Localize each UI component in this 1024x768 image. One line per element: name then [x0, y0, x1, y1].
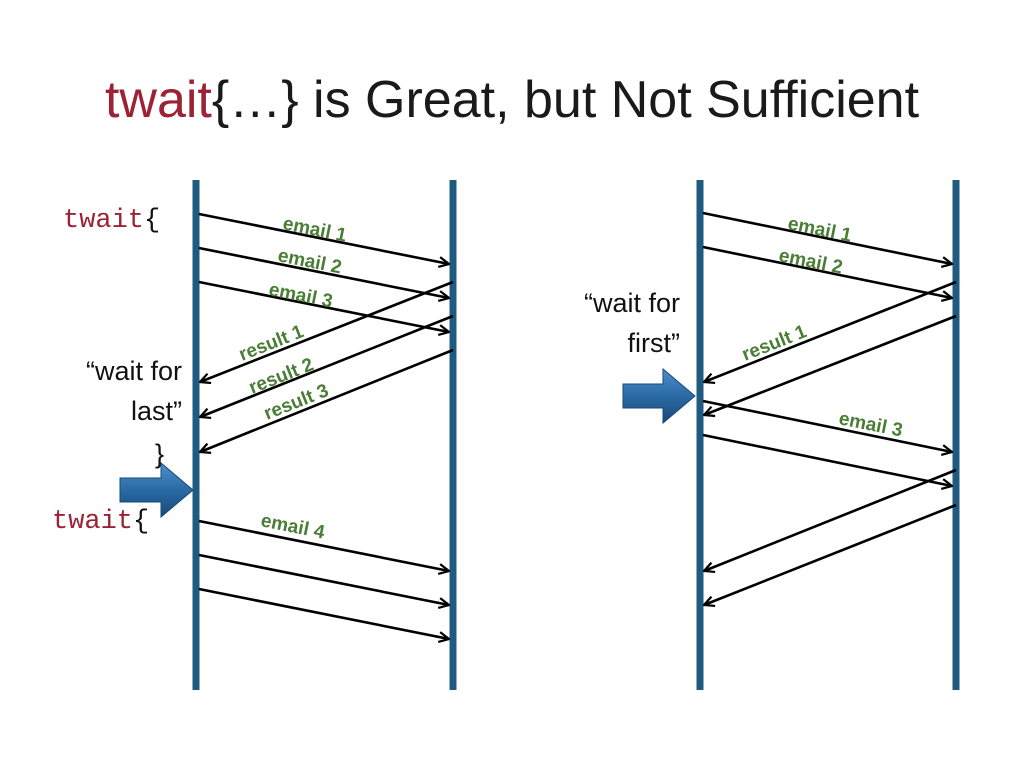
left-result2-arrow [200, 314, 454, 417]
title-rest: is Great, but Not Sufficient [298, 71, 920, 129]
left-twait-keyword-2: twait [52, 507, 134, 537]
left-twait-open-1: twait{ [63, 205, 160, 237]
left-email6-arrow [198, 587, 449, 639]
right-result2-arrow [704, 314, 957, 415]
right-email1-arrow [702, 211, 952, 264]
left-label-email2: email 2 [276, 245, 343, 278]
right-wait-note-line2: first” [627, 328, 680, 358]
right-result4-arrow [704, 503, 957, 605]
left-email2-arrow [198, 246, 449, 298]
left-twait-keyword-1: twait [63, 206, 145, 236]
right-label-result1: result 1 [739, 321, 810, 366]
right-result1-arrow [704, 280, 957, 382]
right-email3-arrow [702, 399, 952, 452]
left-result3-arrow [200, 348, 454, 452]
right-wait-note: “wait for first” [530, 283, 680, 363]
left-twait-brace-1: { [144, 206, 161, 236]
title-keyword: twait [104, 71, 212, 129]
left-wait-note: “wait for last” [40, 351, 182, 431]
left-wait-note-line1: “wait for [85, 356, 182, 386]
right-label-email2: email 2 [777, 245, 844, 278]
right-email2-arrow [702, 245, 952, 298]
left-email5-arrow [198, 553, 449, 605]
left-email3-arrow [198, 280, 449, 332]
right-result3-arrow [704, 468, 957, 571]
left-email1-arrow [198, 212, 449, 264]
left-label-email3: email 3 [267, 279, 334, 312]
left-close-brace: } [154, 439, 164, 469]
right-email4-arrow [702, 433, 952, 486]
left-result1-arrow [200, 280, 454, 382]
left-twait-brace-2: { [133, 507, 150, 537]
left-wait-note-line2: last” [130, 396, 182, 426]
page-title: twait{…} is Great, but Not Sufficient [0, 66, 1024, 134]
right-wait-note-line1: “wait for [583, 288, 680, 318]
left-label-email1: email 1 [281, 213, 349, 246]
left-pointer-arrow-icon [119, 461, 194, 519]
left-twait-open-2: twait{ [52, 506, 149, 538]
right-pointer-arrow-icon [622, 367, 696, 425]
title-braces: {…} [211, 71, 299, 129]
left-email4-arrow [198, 519, 449, 571]
right-label-email1: email 1 [786, 213, 854, 246]
